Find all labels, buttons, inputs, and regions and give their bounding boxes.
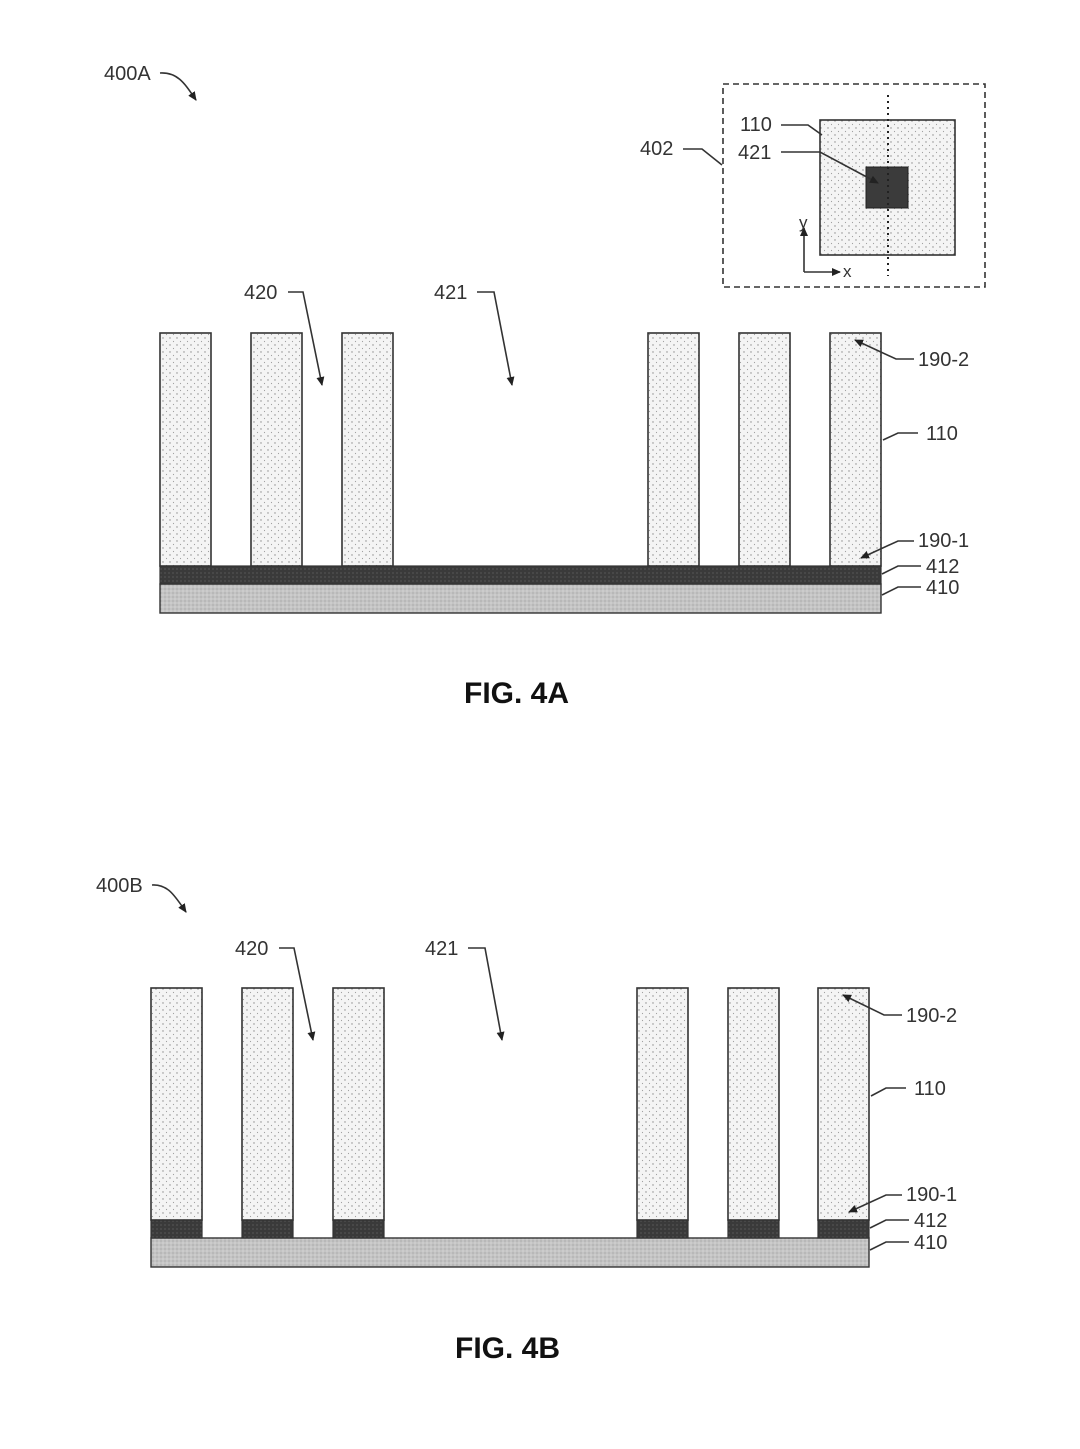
fig4b-leader-421	[468, 947, 505, 1041]
fig4a-layer-410	[159, 583, 882, 614]
fig4b-ref-label: 400B	[96, 875, 143, 897]
fig4b-caption: FIG. 4B	[455, 1332, 560, 1365]
fig4b-label-110: 110	[914, 1078, 946, 1100]
fig4b-leader-190-1	[848, 1194, 902, 1213]
inset-label-421: 421	[738, 142, 771, 164]
fig4b-pillar-5	[727, 987, 780, 1221]
fig4a-layer-412	[159, 565, 882, 585]
inset-leader-110	[781, 124, 823, 136]
fig4b-label-420: 420	[235, 938, 268, 960]
fig4a-leader-412	[881, 565, 921, 575]
fig4a-ref-arrow	[159, 72, 197, 101]
fig4b-layer-412-seg-2	[241, 1219, 294, 1239]
fig4a-leader-190-1	[860, 540, 914, 559]
fig4b-leader-110	[870, 1087, 906, 1097]
fig4b-ref-arrow	[151, 884, 187, 913]
fig4a-leader-190-2	[854, 339, 914, 360]
fig4a-ref-label: 400A	[104, 63, 151, 85]
fig4a-label-190-1: 190-1	[918, 530, 969, 552]
fig4a-pillar-2	[250, 332, 303, 567]
fig4a-leader-420	[288, 291, 325, 386]
inset-ref-leader	[683, 148, 723, 166]
fig4a-label-412: 412	[926, 556, 959, 578]
fig4b-pillar-6	[817, 987, 870, 1221]
fig4a-pillar-5	[738, 332, 791, 567]
fig4b-label-421: 421	[425, 938, 458, 960]
fig4b-label-190-2: 190-2	[906, 1005, 957, 1027]
fig4b-leader-410	[869, 1241, 909, 1251]
fig4b-layer-412-seg-3	[332, 1219, 385, 1239]
fig4b-label-190-1: 190-1	[906, 1184, 957, 1206]
fig4b-layer-412-seg-6	[817, 1219, 870, 1239]
fig4b-layer-412-seg-5	[727, 1219, 780, 1239]
fig4b-pillar-3	[332, 987, 385, 1221]
inset-label-110: 110	[740, 114, 772, 136]
inset-ref-label: 402	[640, 138, 673, 160]
inset-axis-x-label: x	[843, 262, 852, 281]
fig4a-pillar-3	[341, 332, 394, 567]
fig4b-label-412: 412	[914, 1210, 947, 1232]
fig4a-label-420: 420	[244, 282, 277, 304]
fig4a-label-421: 421	[434, 282, 467, 304]
fig4a-label-410: 410	[926, 577, 959, 599]
inset-axis-y-label: y	[799, 213, 808, 232]
fig4a-pillar-6	[829, 332, 882, 567]
fig4a-label-190-2: 190-2	[918, 349, 969, 371]
fig4a-leader-110	[882, 432, 918, 441]
figure-4b: 400B 420 421 190-2 110 190-1 412 410	[96, 875, 957, 1365]
fig4b-pillar-1	[150, 987, 203, 1221]
fig4b-leader-420	[279, 947, 316, 1041]
fig4a-leader-410	[881, 586, 921, 596]
fig4a-label-110: 110	[926, 423, 958, 445]
fig4b-layer-410	[150, 1237, 870, 1268]
fig4a-leader-421	[477, 291, 515, 386]
fig4b-leader-412	[869, 1219, 909, 1229]
fig4a-caption: FIG. 4A	[464, 677, 569, 710]
fig4b-label-410: 410	[914, 1232, 947, 1254]
fig4a-pillar-1	[159, 332, 212, 567]
fig4b-layer-412-seg-1	[150, 1219, 203, 1239]
fig4b-pillar-2	[241, 987, 294, 1221]
fig4b-layer-412-seg-4	[636, 1219, 689, 1239]
fig4a-inset-402: 402 110 421 y x	[640, 83, 986, 288]
figure-4a: 400A 402 110 421 y x 420	[104, 63, 986, 710]
fig4b-leader-190-2	[842, 994, 902, 1016]
fig4b-pillar-4	[636, 987, 689, 1221]
inset-dashed-border	[722, 83, 986, 288]
inset-leader-421	[781, 151, 879, 184]
fig4a-pillar-4	[647, 332, 700, 567]
